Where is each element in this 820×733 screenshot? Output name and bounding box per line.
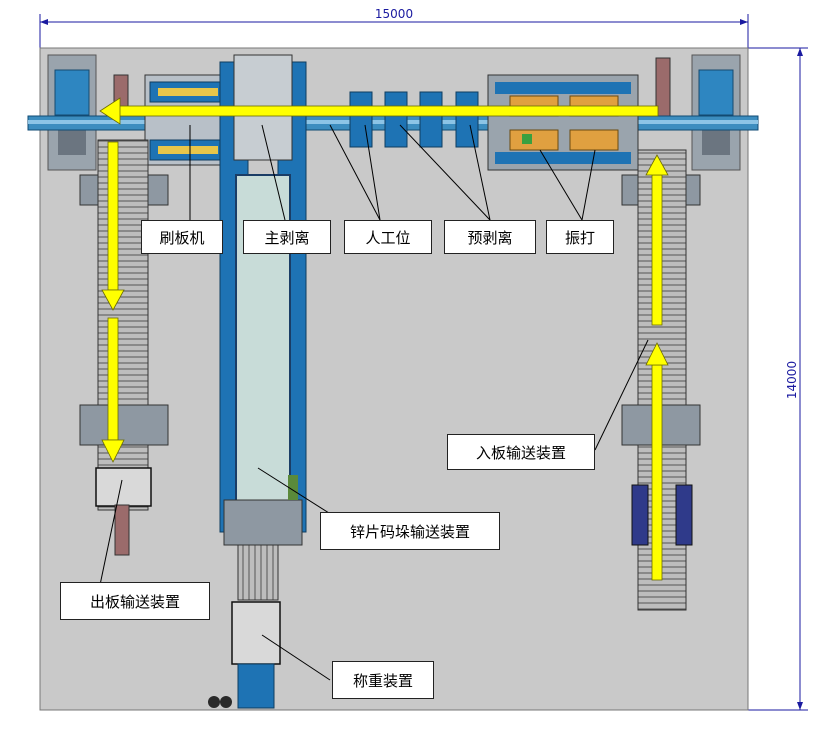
label-brush-machine: 刷板机 (141, 220, 223, 254)
label-vibrating: 振打 (546, 220, 614, 254)
right-cabinet (691, 54, 741, 171)
label-inlet-conveyor: 入板输送装置 (447, 434, 595, 470)
weighing-device-unit (208, 544, 281, 709)
label-outlet-conveyor: 出板输送装置 (60, 582, 210, 620)
label-main-stripping: 主剥离 (243, 220, 331, 254)
leader-lines (99, 124, 649, 681)
arrow-inlet-up-2 (645, 342, 669, 581)
label-manual-station: 人工位 (344, 220, 432, 254)
width-dimension-text: 15000 (375, 7, 413, 21)
height-dimension: 14000 (748, 47, 808, 711)
arrow-outlet-down-2 (101, 317, 125, 463)
brush-machine-unit (144, 74, 231, 166)
vibrating-unit (487, 74, 639, 171)
left-cabinet (47, 54, 97, 171)
label-pre-stripping: 预剥离 (444, 220, 536, 254)
arrow-inlet-up-1 (645, 154, 669, 326)
arrow-main-leftward (99, 97, 659, 125)
label-weighing-device: 称重装置 (332, 661, 434, 699)
flow-arrows (99, 97, 669, 581)
zinc-stacking-conveyor (219, 54, 307, 546)
label-zinc-stacking-conveyor: 锌片码垛输送装置 (320, 512, 500, 550)
height-dimension-text: 14000 (785, 361, 799, 399)
width-dimension: 15000 (39, 7, 749, 48)
arrow-outlet-down-1 (101, 141, 125, 311)
